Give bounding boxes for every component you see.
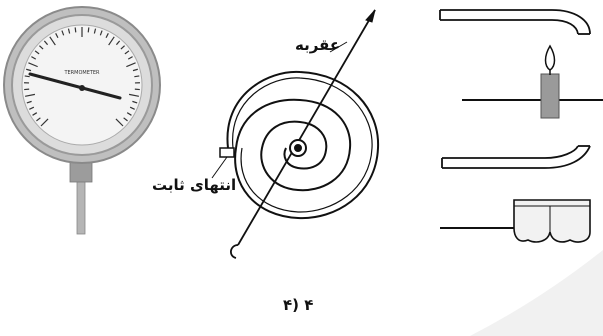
spiral-needle [237, 9, 376, 246]
gauge-tick [128, 93, 140, 97]
gauge-tick [49, 36, 56, 46]
gauge-tick [40, 118, 49, 127]
gauge-tick [39, 45, 44, 50]
gauge-tick [67, 28, 71, 34]
gauge-tick [124, 50, 130, 55]
gauge-ticks [24, 27, 140, 127]
gauge-tick [126, 62, 136, 68]
gauge-tick [32, 112, 38, 116]
bent-tube-bottom [441, 145, 591, 169]
gauge-tick [120, 45, 125, 50]
gauge-tick [126, 112, 132, 116]
gauge-tick [36, 117, 41, 122]
candle-assembly [462, 44, 603, 119]
cup-assembly [440, 199, 591, 243]
gauge-tick [129, 106, 135, 110]
gauge-tick [26, 100, 32, 104]
bimetal-spiral [211, 9, 380, 259]
gauge-tick [31, 56, 37, 60]
gauge-tick [24, 93, 36, 97]
gauge-tick [26, 68, 32, 72]
fixed-end-label: انتهای ثابت [152, 176, 237, 194]
gauge-tick [29, 106, 35, 110]
needle-leader [329, 41, 348, 53]
gauge-tick [123, 117, 128, 122]
gauge-tick [93, 28, 97, 34]
candle-body [540, 73, 560, 119]
spiral-coil-outer [226, 70, 380, 220]
gauge-needle [28, 72, 122, 100]
gauge-tick [61, 30, 65, 36]
gauge-tick [74, 27, 77, 33]
bent-tube-top [439, 9, 591, 35]
gauge-tick [87, 27, 90, 33]
gauge-tick [115, 118, 124, 127]
dial-thermometer: TERMOMETER [3, 6, 161, 235]
gauge-tick [24, 75, 30, 78]
gauge-hub [79, 85, 85, 91]
gauge-tick [127, 56, 133, 60]
watermark-swoosh [470, 250, 603, 336]
gauge-tick [115, 40, 121, 46]
gauge-tick [105, 33, 109, 39]
spiral-coil-inner-line [232, 77, 373, 213]
fixed-end-block [219, 147, 235, 158]
cup-body [513, 199, 591, 243]
gauge-tick [55, 33, 59, 39]
gauge-tick [43, 40, 49, 46]
gauge-brand: TERMOMETER [63, 70, 100, 76]
needle-hook [230, 244, 239, 259]
gauge-tick [132, 100, 138, 104]
gauge-tick [132, 68, 138, 72]
gauge-tick [134, 75, 140, 78]
candle-flame [544, 44, 556, 71]
fixed-end-leader [211, 156, 228, 179]
gauge-tick [108, 36, 115, 46]
gauge-tick [99, 30, 103, 36]
option-number: ۴ (۴ [283, 296, 314, 314]
spiral-hub-center [294, 144, 302, 152]
gauge-tick [28, 62, 38, 68]
gauge-tick [34, 50, 40, 55]
needle-arrowhead [365, 9, 376, 23]
needle-label: عقربه [295, 36, 341, 54]
